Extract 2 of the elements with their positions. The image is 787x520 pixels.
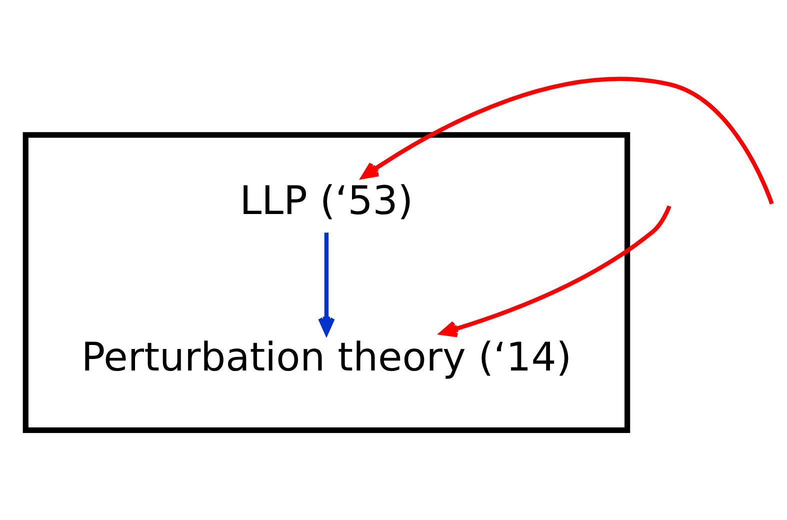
node-text: LLP (‘53) [240,178,414,224]
node-text: Perturbation theory (‘14) [81,334,572,380]
